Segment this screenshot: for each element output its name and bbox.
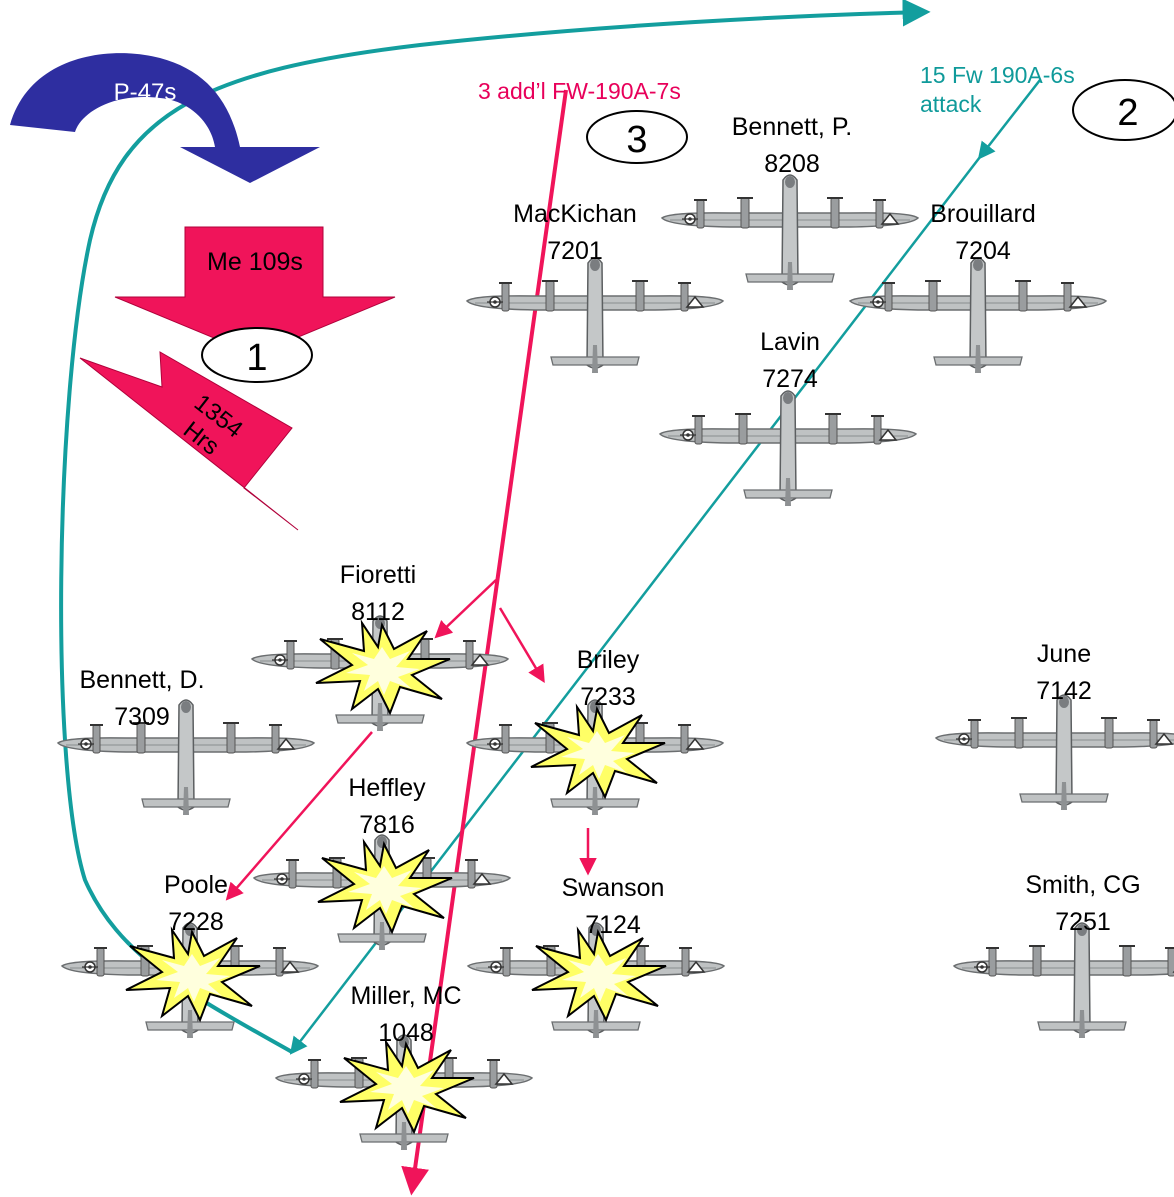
me109-label: Me 109s [207, 248, 303, 276]
aircraft-miller-mc: Miller, MC 1048 [275, 982, 533, 1151]
bomber-icon [659, 390, 917, 507]
aircraft-fioretti: Fioretti 8112 [251, 561, 509, 732]
fw190a7-branch-briley [498, 607, 545, 684]
fw190a7-branch-fioretti [434, 579, 497, 639]
aircraft-heffley: Heffley 7816 [253, 774, 511, 951]
aircraft-swanson: Swanson 7124 [467, 874, 725, 1039]
aircraft-serial: 8208 [764, 150, 820, 178]
aircraft-mackichan: MacKichan 7201 [466, 200, 724, 374]
pilot-name: MacKichan [513, 200, 637, 228]
p47-label: P-47s [114, 79, 177, 106]
pilot-name: Miller, MC [350, 982, 461, 1010]
pilot-name: Lavin [760, 328, 820, 356]
aircraft-bennett-d: Bennett, D. 7309 [57, 666, 315, 816]
aircraft-lavin: Lavin 7274 [659, 328, 917, 507]
pilot-name: Bennett, D. [79, 666, 204, 694]
aircraft-briley: Briley 7233 [466, 646, 724, 816]
fw190a6-attack-path [977, 79, 1041, 160]
marker-1: 1 [201, 327, 313, 383]
fw190a6-caption-line1: 15 Fw 190A-6s [920, 62, 1075, 88]
aircraft-serial: 7274 [762, 365, 818, 393]
pilot-name: Swanson [562, 874, 665, 902]
pilot-name: Bennett, P. [732, 113, 852, 141]
aircraft-brouillard: Brouillard 7204 [849, 200, 1107, 374]
marker-3: 3 [586, 110, 688, 164]
bomber-icon [661, 174, 919, 291]
time-arrow: 1354 Hrs [79, 351, 299, 531]
aircraft-serial: 7309 [114, 703, 170, 731]
me109-arrow: Me 109s [114, 226, 396, 356]
aircraft-smith-cg: Smith, CG 7251 [953, 871, 1174, 1039]
p47-escort-path [59, 0, 931, 1054]
marker-2-number: 2 [1117, 92, 1138, 134]
pilot-name: Smith, CG [1025, 871, 1140, 899]
bomber-icon [57, 699, 315, 816]
aircraft-serial: 7228 [168, 908, 224, 936]
bomber-icon [466, 257, 724, 374]
pilot-name: Brouillard [930, 200, 1036, 228]
fw190a7-dive-path [401, 89, 568, 1196]
p47-escort-arrow: P-47s [10, 53, 320, 183]
aircraft-serial: 7816 [359, 811, 415, 839]
fioretti-to-poole-path [225, 731, 373, 901]
aircraft-bennett-p: Bennett, P. 8208 [661, 113, 919, 291]
aircraft-serial: 7201 [547, 237, 603, 265]
pilot-name: Heffley [348, 774, 426, 802]
aircraft-serial: 1048 [378, 1019, 434, 1047]
fw190a7-caption: 3 add’l FW-190A-7s [478, 78, 681, 104]
aircraft-serial: 8112 [351, 598, 405, 626]
pilot-name: Poole [164, 871, 228, 899]
aircraft-june: June 7142 [935, 640, 1174, 811]
aircraft-poole: Poole 7228 [61, 871, 319, 1039]
pilot-name: Briley [577, 646, 640, 674]
bomber-icon [953, 922, 1174, 1039]
bomber-icon [935, 694, 1174, 811]
marker-1-number: 1 [246, 337, 267, 379]
pilot-name: June [1037, 640, 1091, 668]
pilot-name: Fioretti [340, 561, 416, 589]
aircraft-serial: 7251 [1055, 908, 1111, 936]
marker-3-number: 3 [626, 119, 647, 161]
aircraft-serial: 7142 [1036, 677, 1092, 705]
aircraft-serial: 7233 [580, 683, 636, 711]
aircraft-serial: 7124 [585, 911, 641, 939]
fw190a6-caption-line2: attack [920, 91, 982, 117]
marker-2: 2 [1072, 79, 1174, 141]
aircraft-serial: 7204 [955, 237, 1011, 265]
